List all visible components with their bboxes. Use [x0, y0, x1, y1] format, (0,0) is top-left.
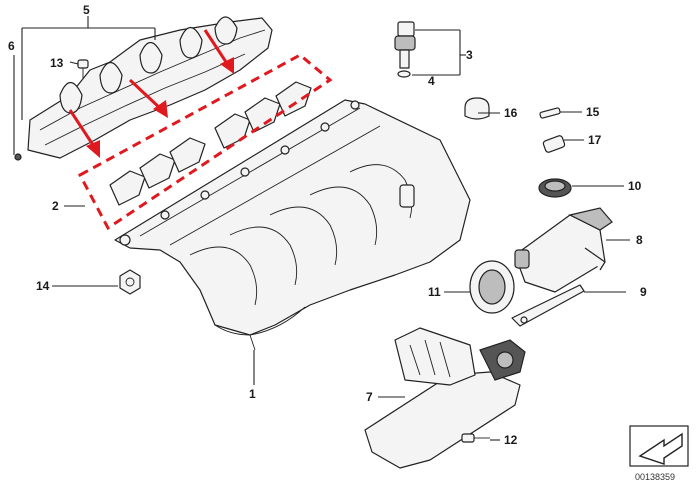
nut-14: [119, 269, 141, 295]
callout-17: 17: [588, 133, 602, 147]
callout-4: 4: [428, 74, 435, 88]
pin-15: [539, 107, 561, 119]
callout-16: 16: [504, 106, 518, 120]
callout-2: 2: [52, 199, 59, 213]
callout-8: 8: [636, 233, 643, 247]
callout-9: 9: [640, 285, 647, 299]
callout-labels: 5 6 13 3 4 16 15 17 10 8 11 9 2 14 1 7 1…: [8, 3, 647, 447]
sleeve-17: [542, 135, 566, 153]
intake-gaskets: [109, 81, 312, 206]
callout-14: 14: [36, 279, 50, 293]
callout-5: 5: [83, 3, 90, 17]
leader-lines: [21, 16, 630, 441]
wiring-harness: [14, 16, 273, 161]
screw-13: [77, 59, 89, 78]
bracket-9: [511, 284, 585, 327]
highlight-arrows: [68, 29, 234, 158]
document-number: 00138359: [635, 472, 675, 482]
callout-12: 12: [504, 433, 518, 447]
callout-3: 3: [466, 48, 473, 62]
idle-valve-8: [514, 207, 613, 293]
intake-manifold: [114, 99, 471, 351]
highlight-box: [77, 53, 333, 231]
callout-6: 6: [8, 39, 15, 53]
grommet-10: [538, 178, 572, 198]
callout-15: 15: [586, 105, 600, 119]
callout-13: 13: [50, 56, 64, 70]
callout-7: 7: [366, 390, 373, 404]
arrow-corner-icon: [629, 425, 689, 467]
screw-12: [461, 433, 490, 443]
cap-16: [464, 97, 490, 120]
clamp-11: [469, 260, 515, 314]
actuator-7: [364, 327, 526, 469]
callout-1: 1: [249, 387, 256, 401]
callout-11: 11: [428, 285, 441, 299]
sensor-3: [394, 21, 416, 78]
callout-10: 10: [628, 179, 642, 193]
